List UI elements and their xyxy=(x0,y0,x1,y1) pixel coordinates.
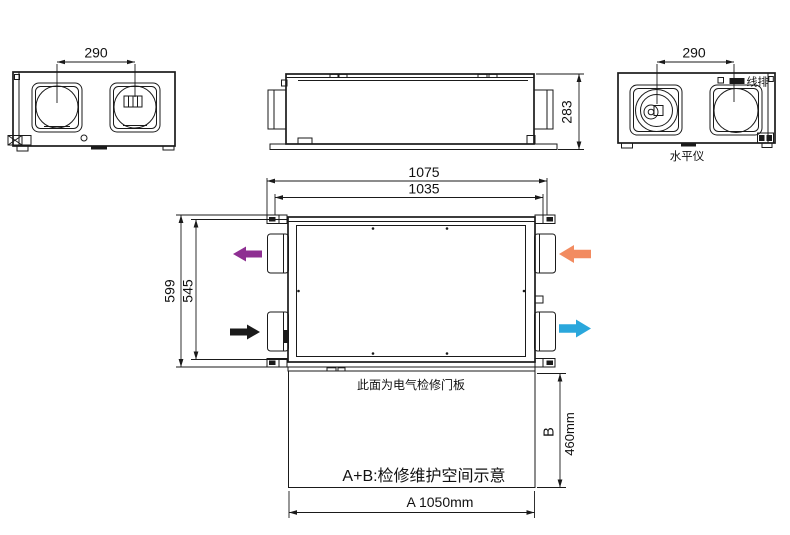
right-view-dim-290: 290 xyxy=(656,45,735,104)
front-view-base-plate xyxy=(269,143,558,150)
plan-view: 1075 1035 599 545 此面为电气检修门板 xyxy=(162,164,591,392)
front-view-casing xyxy=(285,73,535,145)
left-view-drain-hole xyxy=(80,134,88,142)
right-view-mount-bracket xyxy=(757,132,774,144)
right-view-foot-left xyxy=(621,142,633,149)
right-view-port-2 xyxy=(709,84,763,136)
right-view-foot-right xyxy=(761,142,773,148)
wire-terminal-block xyxy=(729,78,745,84)
service-dim-a-text: A 1050mm xyxy=(407,494,474,510)
service-dim-b-value: 460mm xyxy=(562,412,577,455)
service-dim-a: A 1050mm xyxy=(288,491,535,518)
plan-corner-bracket-br xyxy=(534,358,556,368)
front-view-left-duct-collar xyxy=(267,89,287,130)
plan-port-bottom-left xyxy=(267,311,289,352)
plan-port-top-left xyxy=(267,233,289,274)
plan-port-top-right xyxy=(534,233,556,274)
access-door-note: 此面为电气检修门板 xyxy=(357,377,465,392)
right-view-level-gauge xyxy=(681,143,696,147)
plan-dim-1035: 1035 xyxy=(274,181,544,215)
plan-screw-dots xyxy=(297,227,526,355)
plan-dim-599: 599 xyxy=(162,214,267,368)
left-view-corner-detail xyxy=(14,74,20,80)
left-view-bottom-tab xyxy=(91,146,107,150)
left-view-foot-left xyxy=(16,145,29,152)
left-view-mount-bracket xyxy=(7,135,32,146)
plan-bottom-rail xyxy=(287,366,536,372)
service-dim-b: B 460mm xyxy=(537,373,577,488)
left-end-view: 290 xyxy=(7,45,176,152)
plan-dim-545: 545 xyxy=(180,219,288,360)
plan-access-door-panel xyxy=(296,225,526,357)
airflow-arrow-supply-right xyxy=(559,319,591,338)
right-view-small-switch xyxy=(717,77,724,84)
service-dim-b-label: B xyxy=(542,427,558,437)
plan-dim-599-text: 599 xyxy=(162,279,178,303)
front-view-right-duct-collar xyxy=(533,89,554,130)
right-view-corner-detail xyxy=(768,76,774,82)
plan-dim-545-text: 545 xyxy=(180,279,196,303)
airflow-arrow-intake-left xyxy=(230,324,260,340)
plan-dim-1075-text: 1075 xyxy=(408,164,439,180)
front-view-hanger-tabs xyxy=(329,73,498,79)
service-space: A+B:检修维护空间示意 A 1050mm B 460mm xyxy=(288,370,577,518)
left-view-foot-right xyxy=(162,145,175,151)
right-view-casing xyxy=(617,72,776,144)
wire-terminal-label: 线排 xyxy=(747,75,769,89)
front-view: 283 xyxy=(267,73,584,150)
plan-port-bottom-right xyxy=(534,311,556,352)
right-view-dim-290-text: 290 xyxy=(682,45,706,61)
level-gauge-label: 水平仪 xyxy=(670,150,705,163)
right-end-view: 线排 水平仪 290 xyxy=(617,45,776,163)
plan-right-notch xyxy=(534,295,544,304)
service-space-note: A+B:检修维护空间示意 xyxy=(342,466,505,485)
plan-dim-1075: 1075 xyxy=(266,164,548,215)
airflow-arrow-exhaust-left xyxy=(233,246,262,262)
front-view-left-tab xyxy=(281,79,288,87)
plan-corner-bracket-tr xyxy=(534,214,556,224)
left-view-dim-290: 290 xyxy=(56,45,136,103)
right-view-fan-port xyxy=(629,84,683,136)
front-view-dim-283: 283 xyxy=(536,73,584,150)
service-space-outline xyxy=(288,370,536,488)
plan-body xyxy=(287,216,536,363)
plan-dim-1035-text: 1035 xyxy=(408,181,439,197)
airflow-arrow-return-right xyxy=(559,245,591,263)
front-view-dim-283-text: 283 xyxy=(559,100,575,124)
left-view-dim-290-text: 290 xyxy=(84,45,108,61)
front-view-bottom-left-detail xyxy=(297,137,313,145)
